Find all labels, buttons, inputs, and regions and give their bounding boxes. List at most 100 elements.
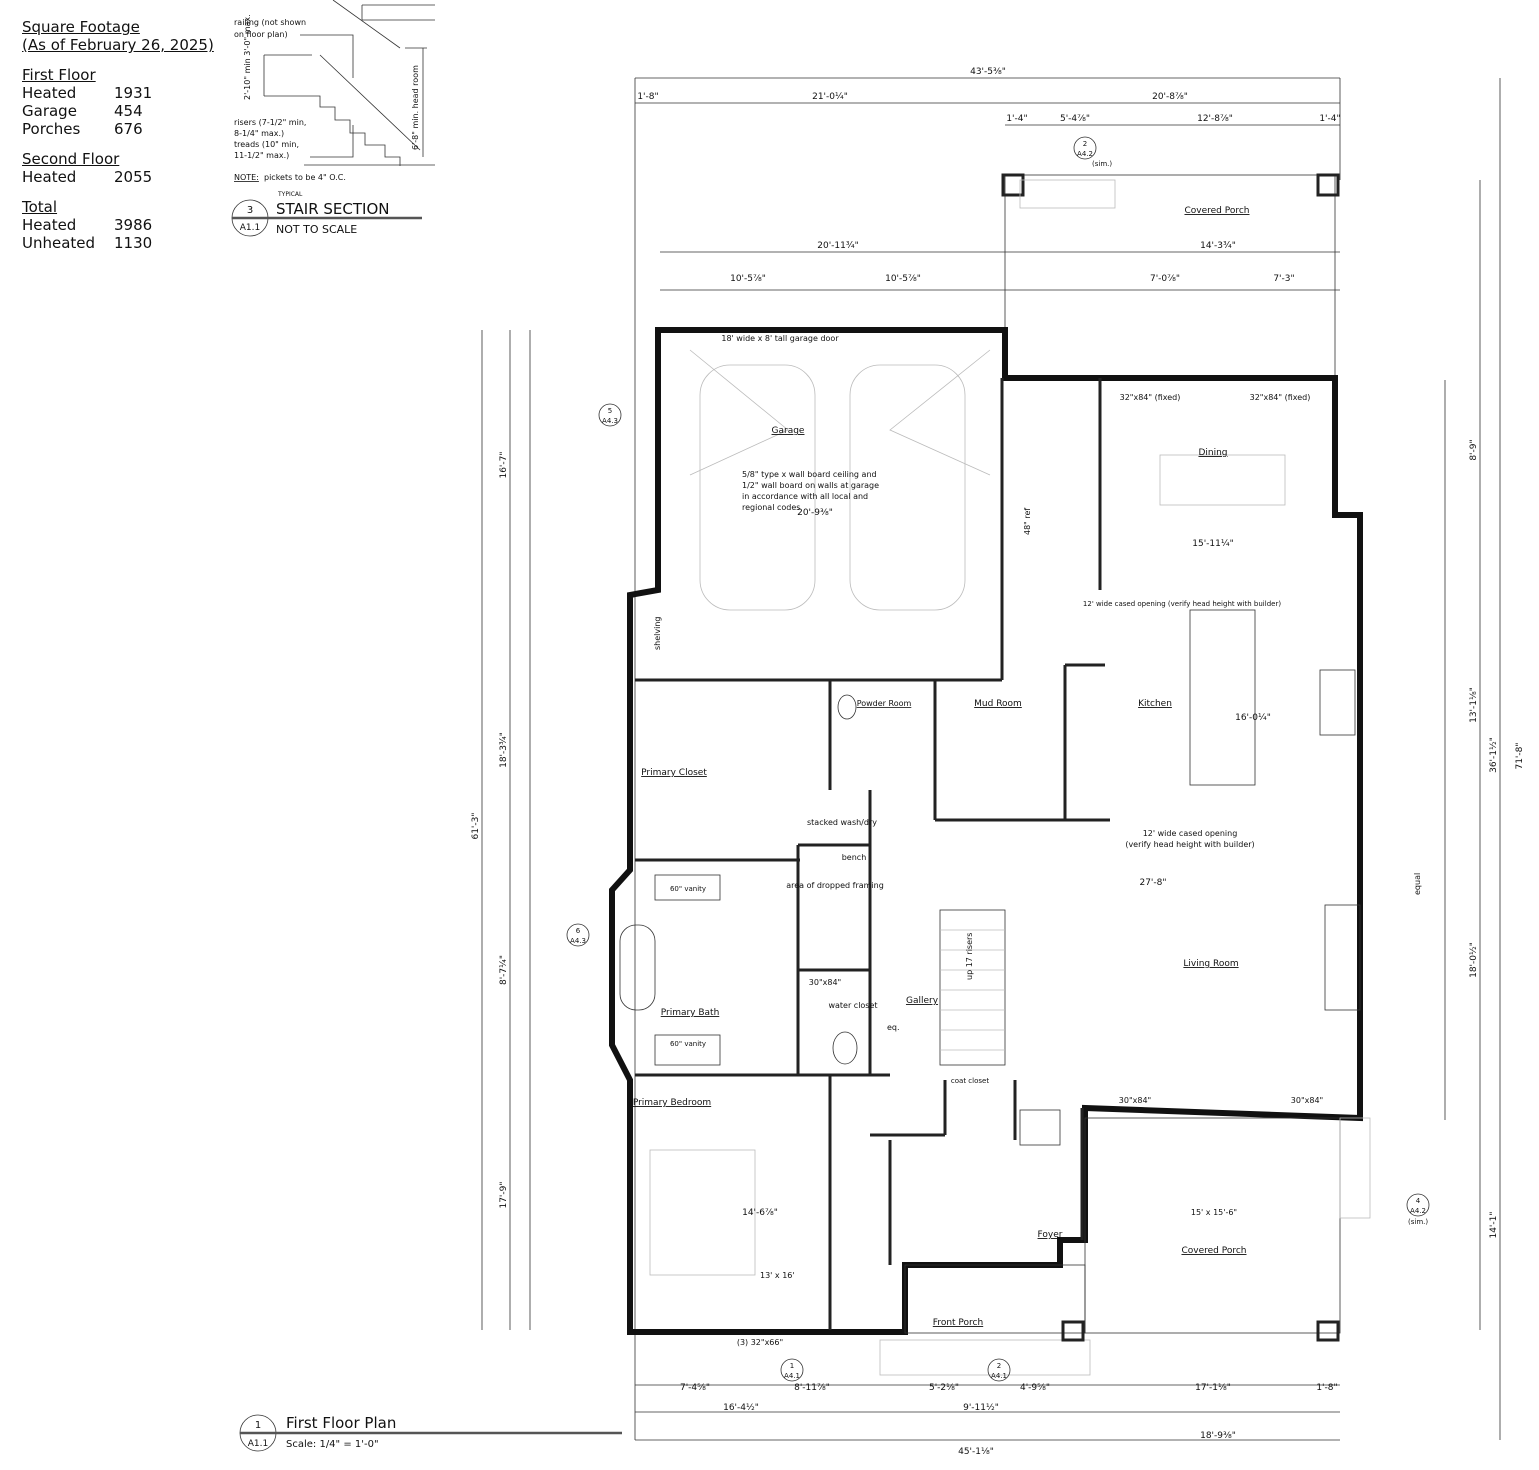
plan-title-block: 1 A1.1 First Floor Plan Scale: 1/4" = 1'… bbox=[239, 1414, 622, 1452]
svg-text:2: 2 bbox=[997, 1362, 1001, 1370]
section-tag-sheet: A1.1 bbox=[240, 223, 260, 233]
svg-text:4: 4 bbox=[1416, 1197, 1421, 1205]
head-room-note: 6'-8" min. head room bbox=[411, 65, 420, 150]
garage-note: 1/2" wall board on walls at garage bbox=[742, 481, 879, 490]
dimension: 15'-11¼" bbox=[1192, 539, 1234, 549]
dimension: 71'-8" bbox=[1515, 742, 1525, 769]
dimension: 27'-8" bbox=[1139, 878, 1166, 888]
square-footage-table: Square Footage (As of February 26, 2025)… bbox=[22, 18, 214, 252]
car-outline bbox=[699, 364, 816, 611]
shelving-label: shelving bbox=[653, 617, 662, 651]
dimension: 17'-1⅛" bbox=[1195, 1383, 1231, 1393]
sqft-title: Square Footage bbox=[22, 18, 140, 36]
vanity bbox=[654, 874, 721, 901]
dimension: 16'-4½" bbox=[723, 1403, 759, 1413]
toilet bbox=[832, 1031, 858, 1065]
sqft-value: 454 bbox=[114, 102, 143, 120]
dimension: 13'-1⅛" bbox=[1469, 687, 1479, 723]
stair-section-title: STAIR SECTION bbox=[276, 200, 389, 218]
sqft-value: 1931 bbox=[114, 84, 153, 102]
room-gallery: Gallery bbox=[906, 996, 939, 1006]
bathtub bbox=[619, 924, 656, 1011]
risers-note: 8-1/4" max.) bbox=[234, 129, 284, 138]
sqft-value: 3986 bbox=[114, 216, 153, 234]
porch-size: 15' x 15'-6" bbox=[1191, 1208, 1237, 1217]
stacked-washer-dryer: stacked wash/dry bbox=[807, 818, 877, 827]
dimension: 8'-11⅞" bbox=[794, 1383, 830, 1393]
vanity bbox=[654, 1034, 721, 1066]
dimension: 36'-1½" bbox=[1489, 737, 1499, 773]
room-water-closet: water closet bbox=[828, 1001, 877, 1010]
dimension-labels: 43'-5⅜" 1'-8" 21'-0¼" 20'-8⅞" 1'-4" 5'-4… bbox=[471, 67, 1525, 1457]
section-tag: 1A4.1 bbox=[780, 1358, 804, 1382]
svg-text:A4.1: A4.1 bbox=[784, 1372, 800, 1380]
coat-closet-label: coat closet bbox=[951, 1077, 989, 1085]
window-label: (3) 32"x66" bbox=[737, 1338, 783, 1347]
stair-section-detail: railing (not shown on floor plan) 2'-10"… bbox=[231, 0, 435, 237]
dimension: 43'-5⅜" bbox=[970, 67, 1006, 77]
dimension: 20'-9⅜" bbox=[797, 508, 833, 518]
dimension: 21'-0¼" bbox=[812, 92, 848, 102]
bedroom-size: 13' x 16' bbox=[760, 1271, 795, 1280]
section-tag: 6A4.3 bbox=[566, 923, 590, 947]
dining-table bbox=[1159, 454, 1286, 506]
svg-text:(sim.): (sim.) bbox=[1408, 1218, 1428, 1226]
dimension: 9'-11½" bbox=[963, 1403, 999, 1413]
plan-tag-sheet: A1.1 bbox=[248, 1439, 268, 1449]
room-kitchen: Kitchen bbox=[1138, 699, 1172, 709]
garage-note: regional codes bbox=[742, 503, 800, 512]
sqft-value: 2055 bbox=[114, 168, 153, 186]
room-powder-room: Powder Room bbox=[857, 699, 912, 708]
room-primary-bedroom: Primary Bedroom bbox=[633, 1098, 711, 1108]
room-mud-room: Mud Room bbox=[974, 699, 1022, 709]
sqft-row: Heated 2055 bbox=[22, 168, 214, 186]
svg-text:A4.1: A4.1 bbox=[991, 1372, 1007, 1380]
dimension: 18'-9⅜" bbox=[1200, 1431, 1236, 1441]
eq-label: eq. bbox=[887, 1023, 900, 1032]
svg-text:5: 5 bbox=[608, 407, 612, 415]
room-living-room: Living Room bbox=[1183, 959, 1238, 969]
pickets-note: pickets to be 4" O.C. bbox=[264, 173, 346, 182]
fireplace bbox=[1324, 904, 1361, 1011]
railing-note: on floor plan) bbox=[234, 30, 288, 39]
fixtures bbox=[619, 349, 1361, 1276]
svg-text:A4.2: A4.2 bbox=[1410, 1207, 1426, 1215]
svg-text:A4.3: A4.3 bbox=[602, 417, 618, 425]
section-tags: 2A4.2(sim.) 5A4.3 6A4.3 4A4.2 (sim.) 1A4.… bbox=[566, 136, 1430, 1382]
cased-opening-note: (verify head height with builder) bbox=[1125, 840, 1254, 849]
sqft-value: 676 bbox=[114, 120, 143, 138]
typical-label: TYPICAL bbox=[277, 191, 303, 198]
second-floor-heading: Second Floor bbox=[22, 150, 120, 168]
exterior-walls bbox=[609, 327, 1363, 1335]
dimension: 10'-5⅞" bbox=[885, 274, 921, 284]
dimension: 1'-8" bbox=[637, 92, 658, 102]
bench-label: bench bbox=[842, 853, 867, 862]
stair-section-subtitle: NOT TO SCALE bbox=[276, 223, 357, 236]
dimension: 7'-0⅞" bbox=[1150, 274, 1180, 284]
dimension: 8'-7¼" bbox=[499, 955, 509, 985]
car-outline bbox=[849, 364, 966, 611]
dimension: 14'-1" bbox=[1489, 1211, 1499, 1238]
dimension: 7'-3" bbox=[1273, 274, 1294, 284]
svg-text:(sim.): (sim.) bbox=[1092, 160, 1112, 168]
sqft-label: Heated bbox=[22, 168, 77, 186]
kitchen-island bbox=[1189, 609, 1256, 786]
dimension: 1'-4" bbox=[1319, 114, 1340, 124]
section-tag: 2A4.2(sim.) bbox=[1073, 136, 1112, 168]
note-label: NOTE: bbox=[234, 173, 259, 182]
dimension: 17'-9" bbox=[499, 1181, 509, 1208]
door-label: 30"x84" bbox=[809, 978, 841, 987]
door-label: 30"x84" bbox=[1291, 1096, 1323, 1105]
sqft-date: (As of February 26, 2025) bbox=[22, 36, 214, 54]
cased-opening-note: 12' wide cased opening bbox=[1143, 829, 1238, 838]
dimension: 16'-7" bbox=[499, 451, 509, 478]
sqft-label: Heated bbox=[22, 216, 77, 234]
room-dining: Dining bbox=[1198, 448, 1227, 458]
sqft-label: Porches bbox=[22, 120, 81, 138]
window-label: 32"x84" (fixed) bbox=[1250, 393, 1311, 402]
room-primary-closet: Primary Closet bbox=[641, 768, 707, 778]
sqft-label: Garage bbox=[22, 102, 77, 120]
